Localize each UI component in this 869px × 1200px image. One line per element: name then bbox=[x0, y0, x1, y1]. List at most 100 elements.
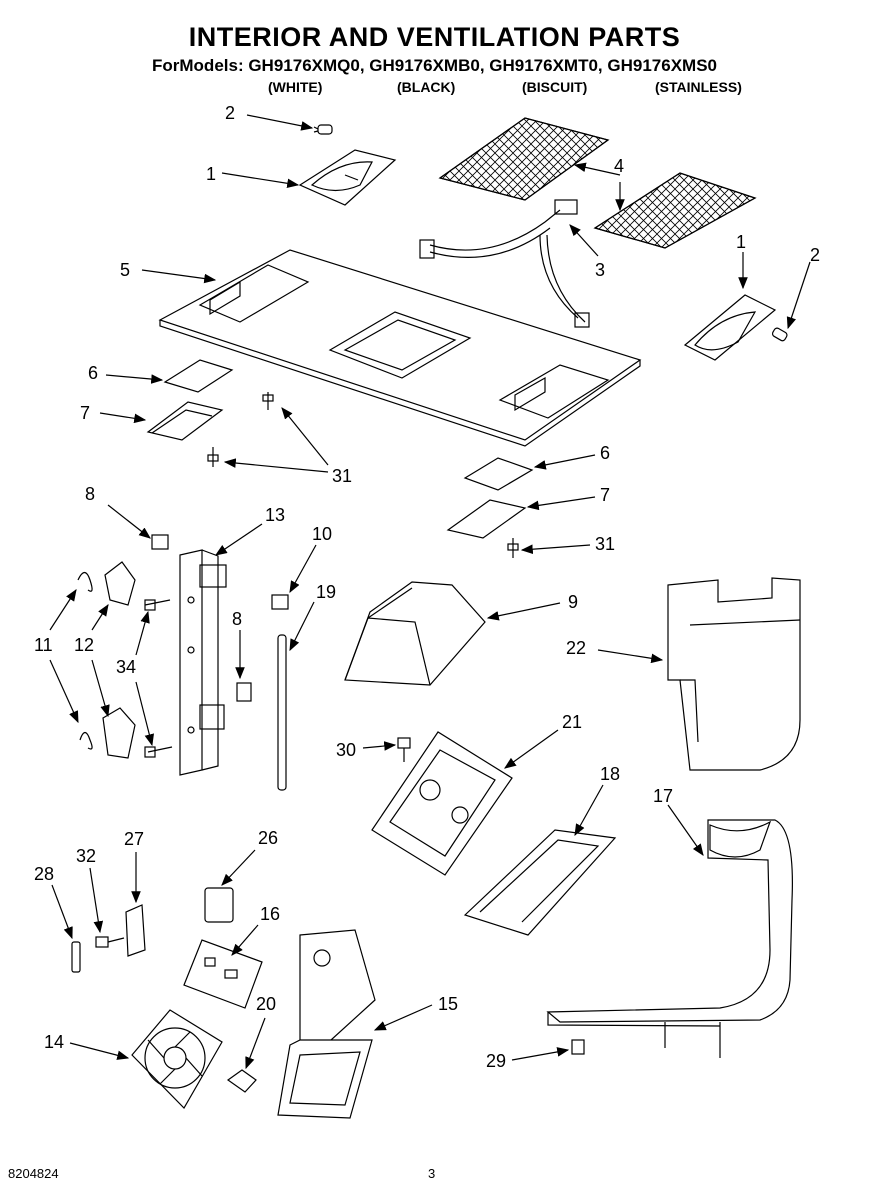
variant-label-stainless: (STAINLESS) bbox=[655, 79, 742, 95]
bulb-part-2b bbox=[771, 327, 788, 342]
variant-label-white: (WHITE) bbox=[268, 79, 323, 95]
callout-8a: 8 bbox=[85, 484, 95, 504]
leader-31b bbox=[223, 458, 329, 473]
leader-14 bbox=[69, 1042, 130, 1060]
screw-part-34a bbox=[144, 599, 171, 611]
wire-harness-part-3 bbox=[419, 199, 590, 328]
callout-13: 13 bbox=[265, 505, 285, 525]
air-duct-part-22 bbox=[667, 577, 801, 771]
control-board-part-16 bbox=[183, 939, 263, 1009]
leader-4a bbox=[573, 162, 621, 176]
document-number: 8204824 bbox=[8, 1166, 59, 1181]
callout-31b: 31 bbox=[595, 534, 615, 554]
callout-14: 14 bbox=[44, 1032, 64, 1052]
callout-8b: 8 bbox=[232, 609, 242, 629]
switch-part-8b bbox=[236, 682, 252, 702]
fuse-part-28 bbox=[71, 941, 81, 973]
callout-21: 21 bbox=[562, 712, 582, 732]
light-cover-part-1b bbox=[683, 294, 777, 361]
callout-29: 29 bbox=[486, 1051, 506, 1071]
leader-12a bbox=[91, 603, 109, 631]
leader-15 bbox=[373, 1004, 433, 1031]
air-guide-part-17 bbox=[546, 819, 793, 1058]
callout-34: 34 bbox=[116, 657, 136, 677]
leader-6b bbox=[533, 454, 596, 470]
variant-label-black: (BLACK) bbox=[397, 79, 456, 95]
leader-30 bbox=[362, 741, 397, 751]
insulation-pad-part-6a bbox=[163, 359, 234, 393]
callout-26: 26 bbox=[258, 828, 278, 848]
light-socket-part-7a bbox=[146, 401, 224, 441]
insulation-pad-part-6b bbox=[463, 457, 534, 491]
leader-12b bbox=[91, 659, 110, 718]
bracket-part-27 bbox=[125, 904, 146, 957]
mounting-plate-part-21 bbox=[371, 731, 513, 876]
door-sensing-rod-part-19 bbox=[277, 634, 287, 791]
leader-13 bbox=[215, 523, 263, 556]
callout-6b: 6 bbox=[600, 443, 610, 463]
spring-part-11a bbox=[77, 571, 93, 592]
callout-28: 28 bbox=[34, 864, 54, 884]
leader-29 bbox=[511, 1047, 570, 1061]
leader-2a bbox=[246, 114, 314, 131]
leader-7b bbox=[526, 496, 596, 511]
leader-19 bbox=[289, 601, 315, 652]
leader-34b bbox=[135, 681, 154, 747]
screw-part-31b bbox=[207, 447, 219, 467]
leader-31c bbox=[520, 544, 591, 554]
callout-6a: 6 bbox=[88, 363, 98, 383]
vent-duct-part-9 bbox=[344, 581, 486, 686]
light-socket-part-7b bbox=[446, 499, 527, 539]
leader-11b bbox=[49, 659, 79, 724]
screw-part-34b bbox=[144, 746, 173, 758]
leader-6a bbox=[105, 374, 164, 384]
leader-3 bbox=[569, 224, 599, 257]
cooling-fan-part-14 bbox=[131, 1009, 223, 1109]
leader-7a bbox=[99, 412, 147, 424]
clip-part-29 bbox=[571, 1039, 585, 1055]
leader-2b bbox=[786, 261, 811, 330]
leader-28 bbox=[51, 884, 73, 940]
leader-16 bbox=[231, 924, 259, 956]
latch-board-part-13 bbox=[179, 549, 227, 776]
bracket-part-18 bbox=[463, 829, 617, 936]
spring-part-11b bbox=[79, 731, 93, 750]
callout-31a: 31 bbox=[332, 466, 352, 486]
leader-8a bbox=[107, 504, 151, 539]
leader-26 bbox=[221, 849, 256, 886]
bottom-plate-part-5 bbox=[158, 249, 642, 447]
bulb-part-2a bbox=[313, 124, 333, 135]
latch-lever-part-12b bbox=[102, 707, 136, 759]
variant-label-biscuit: (BISCUIT) bbox=[522, 79, 588, 95]
screw-part-31c bbox=[507, 538, 519, 558]
callout-11: 11 bbox=[34, 635, 53, 655]
leader-18 bbox=[574, 784, 604, 837]
page-number: 3 bbox=[428, 1166, 436, 1181]
grease-filter-upper bbox=[438, 117, 610, 201]
callout-27: 27 bbox=[124, 829, 144, 849]
callout-10: 10 bbox=[312, 524, 332, 544]
switch-part-10 bbox=[271, 594, 289, 610]
models-line: ForModels: GH9176XMQ0, GH9176XMB0, GH917… bbox=[152, 56, 717, 75]
leader-1a bbox=[221, 172, 300, 189]
screw-part-31a bbox=[262, 392, 274, 410]
leader-10 bbox=[289, 544, 317, 594]
callout-20: 20 bbox=[256, 994, 276, 1014]
screw-part-30 bbox=[397, 737, 411, 762]
leader-22 bbox=[597, 649, 664, 664]
leader-11a bbox=[49, 588, 77, 631]
callout-18: 18 bbox=[600, 764, 620, 784]
callout-3: 3 bbox=[595, 260, 605, 280]
callout-2b: 2 bbox=[810, 245, 820, 265]
leader-34a bbox=[135, 610, 150, 656]
callout-32: 32 bbox=[76, 846, 96, 866]
leader-9 bbox=[486, 602, 561, 621]
switch-part-8a bbox=[151, 534, 169, 550]
callout-15: 15 bbox=[438, 994, 458, 1014]
callout-12: 12 bbox=[74, 635, 94, 655]
callout-1b: 1 bbox=[736, 232, 746, 252]
callout-5: 5 bbox=[120, 260, 130, 280]
leader-31a bbox=[281, 407, 329, 466]
thermal-cutout-part-26 bbox=[204, 887, 234, 923]
